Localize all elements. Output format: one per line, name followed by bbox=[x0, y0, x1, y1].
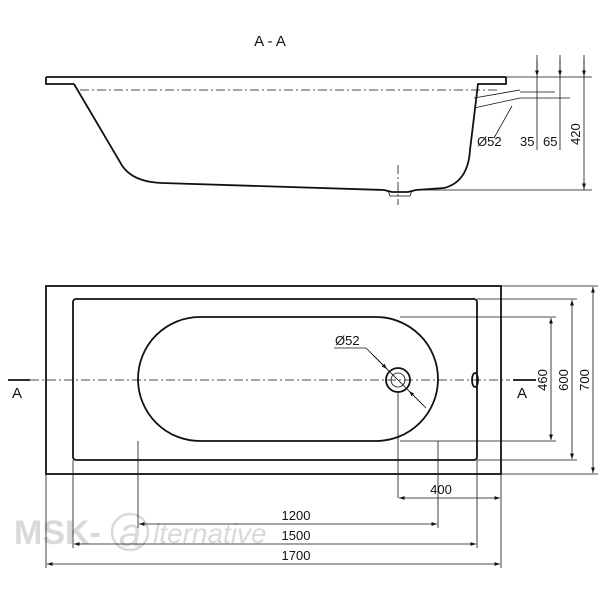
plan-view: A A Ø52 460 600 bbox=[8, 285, 598, 568]
section-title: A - A bbox=[254, 33, 286, 50]
section-drain-outlet bbox=[387, 189, 413, 197]
section-rim-left bbox=[45, 77, 74, 85]
plan-section-mark-right: A bbox=[517, 385, 527, 402]
plan-overflow bbox=[471, 372, 479, 388]
plan-drain-leader-tail bbox=[408, 390, 427, 409]
section-overflow-pipe bbox=[473, 89, 521, 109]
section-overflow-height-label: 35 bbox=[520, 134, 534, 149]
section-overflow-leader bbox=[493, 105, 513, 139]
plan-dim-460-label: 460 bbox=[535, 369, 550, 391]
plan-dim-1200-label: 1200 bbox=[282, 508, 311, 523]
plan-dim-1500-label: 1500 bbox=[282, 528, 311, 543]
plan-dim-400-label: 400 bbox=[430, 482, 452, 497]
plan-inner-rim bbox=[72, 298, 478, 461]
plan-section-mark-left: A bbox=[12, 385, 22, 402]
plan-drain-inner bbox=[390, 372, 406, 388]
section-view: A - A Ø52 35 65 420 bbox=[45, 33, 592, 205]
section-rim-height-label: 65 bbox=[543, 134, 557, 149]
plan-basin bbox=[137, 316, 439, 442]
plan-dim-700-label: 700 bbox=[577, 369, 592, 391]
watermark-left-text: MSK- bbox=[14, 514, 101, 552]
plan-drain-diameter-label: Ø52 bbox=[335, 333, 360, 348]
watermark: MSK- a lternative bbox=[14, 511, 267, 555]
section-drain-diameter-label: Ø52 bbox=[477, 134, 502, 149]
section-depth-label: 420 bbox=[568, 123, 583, 145]
section-shell-outline bbox=[73, 77, 507, 193]
plan-dim-1700-label: 1700 bbox=[282, 548, 311, 563]
watermark-logo-circle bbox=[110, 512, 150, 552]
plan-dim-600-label: 600 bbox=[556, 369, 571, 391]
plan-drain-arrow-in bbox=[371, 353, 388, 370]
